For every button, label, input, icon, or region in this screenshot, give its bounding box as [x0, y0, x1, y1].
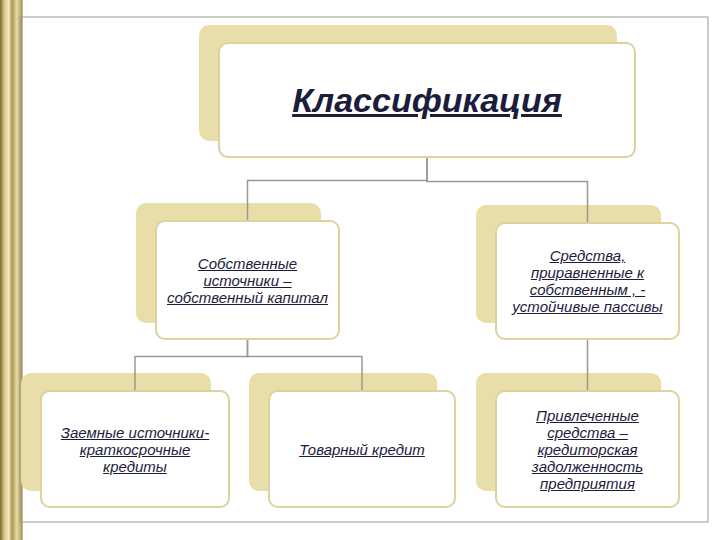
box-label: Заемные источники- краткосрочные кредиты: [52, 424, 218, 475]
category-box: Товарный кредит: [268, 390, 456, 508]
category-box: Собственные источники – собственный капи…: [155, 220, 340, 340]
curtain-band: [0, 0, 22, 540]
slide-frame: [20, 17, 708, 522]
box-label: Собственные источники – собственный капи…: [167, 255, 328, 306]
connector: [135, 340, 248, 390]
connector: [248, 158, 428, 220]
connector: [248, 340, 363, 390]
box-label: Средства, приравненные к собственным , -…: [507, 247, 668, 315]
category-box: Средства, приравненные к собственным , -…: [495, 222, 680, 340]
box-label: Товарный кредит: [299, 441, 425, 458]
box-label: Привлеченные средства – кредиторская зад…: [507, 407, 668, 492]
connector: [427, 158, 588, 222]
category-box: Заемные источники- краткосрочные кредиты: [40, 390, 230, 508]
title-box: Классификация: [218, 42, 636, 158]
connector: [587, 340, 589, 390]
category-box: Привлеченные средства – кредиторская зад…: [495, 390, 680, 508]
title-text: Классификация: [292, 80, 562, 120]
